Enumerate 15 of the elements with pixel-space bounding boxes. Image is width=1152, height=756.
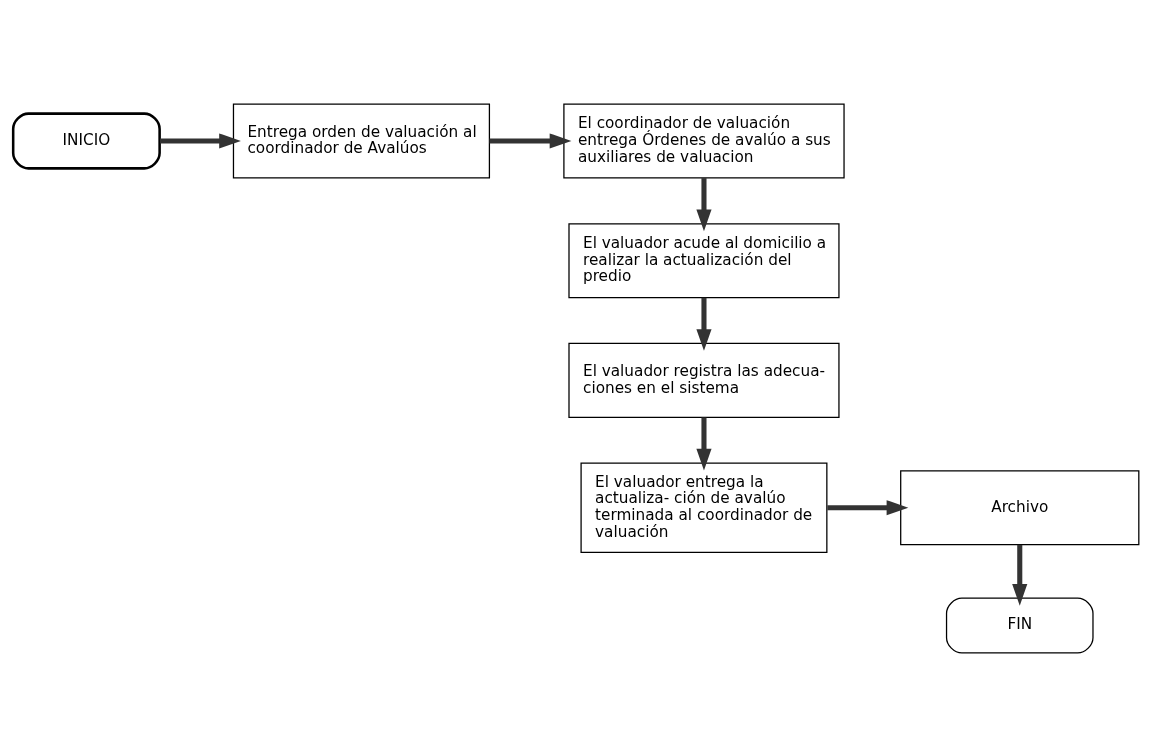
node-box: El coordinador de valuación entrega Órdenes de avalúo a sus auxiliares de valuacion: [563, 102, 845, 179]
arrow: [827, 499, 909, 515]
arrow: [696, 416, 712, 470]
arrow: [696, 177, 712, 231]
node-box: El valuador registra las adecua- ciones en el sistema: [568, 342, 840, 418]
arrow: [696, 297, 712, 351]
node-box: Archivo: [900, 469, 1140, 545]
node-box: El valuador entrega la actualiza- ción de avalúo terminada al coordinador de valuación: [580, 462, 828, 553]
node-box: FIN: [945, 597, 1094, 654]
node-box: El valuador acude al domicilio a realizar la actualización del predio: [568, 222, 840, 298]
arrow: [1012, 544, 1028, 606]
node-box: INICIO: [11, 111, 161, 170]
node-box: Entrega orden de valuación al coordinador de Avalúos: [232, 102, 491, 179]
arrow: [489, 132, 572, 149]
arrow: [160, 132, 241, 149]
